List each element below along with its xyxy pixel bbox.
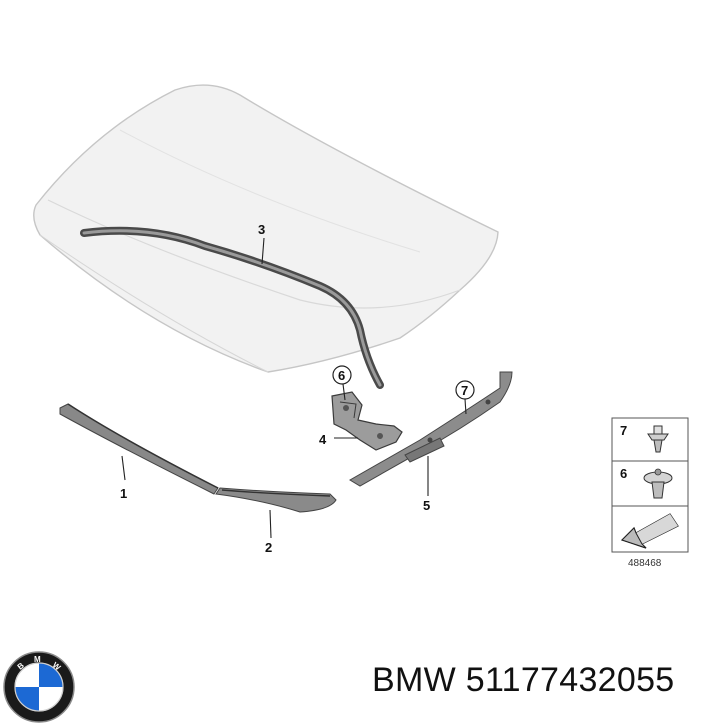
seal-strip-part-5 [349,371,513,487]
push-rivet-icon [643,468,673,499]
bmw-logo: B M W [3,651,75,723]
diagram-id: 488468 [628,558,662,569]
arrow-icon [620,513,679,549]
part-number-caption: BMW 51177432055 [372,661,675,699]
callout-7-circle [455,380,475,400]
callout-7: 7 [461,383,468,398]
callout-6: 6 [338,368,345,383]
callout-6-circle [332,365,352,385]
logo-letter-b: B [16,661,26,672]
legend-number-7: 7 [620,423,627,438]
leader-lines [121,237,467,539]
seal-strip-part-1 [59,403,219,495]
hood-seal-part-3 [80,226,384,389]
callout-4: 4 [319,432,327,447]
clip-icon [647,425,669,453]
callout-3: 3 [258,222,265,237]
seal-strip-part-2 [215,487,337,513]
bracket-part-4 [331,391,403,451]
fastener-legend: 7 6 [611,417,689,553]
callout-5: 5 [423,498,430,513]
logo-letter-w: W [51,660,63,672]
callout-1: 1 [120,486,127,501]
legend-number-6: 6 [620,466,627,481]
callout-2: 2 [265,540,272,555]
logo-letter-m: M [34,655,41,664]
